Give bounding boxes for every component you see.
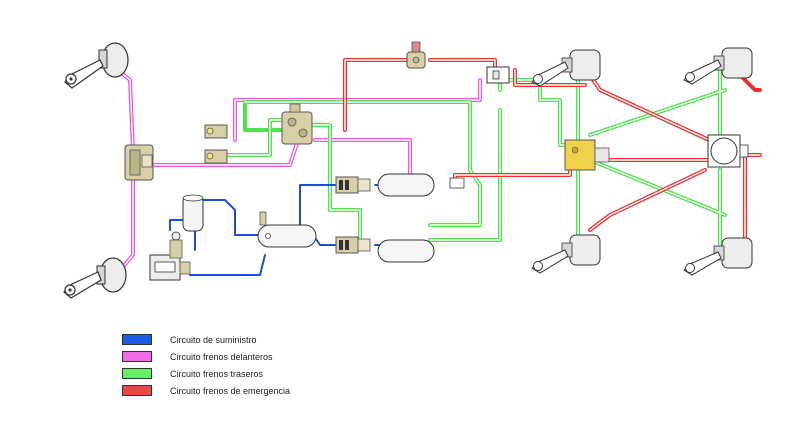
foot-brake-valve: [124, 144, 154, 181]
rear-axle2-left-brake-chamber: [683, 47, 753, 85]
legend-label-emergency: Circuito frenos de emergencia: [170, 385, 291, 396]
quick-release-valve-upper: [204, 124, 228, 139]
legend-label-supply: Circuito de suministro: [170, 334, 257, 345]
legend-label-front: Circuito frenos delanteros: [170, 351, 273, 362]
rear-axle1-left-brake-chamber: [531, 49, 601, 87]
legend: Circuito de suministro Circuito frenos d…: [122, 331, 290, 399]
legend-label-rear: Circuito frenos traseros: [170, 368, 264, 379]
two-way-check-valve: [486, 66, 510, 84]
rear-axle1-right-brake-chamber: [531, 234, 601, 274]
front-air-tank: [377, 173, 435, 197]
legend-item-supply: Circuito de suministro: [122, 331, 290, 348]
front-right-brake-chamber: [63, 257, 127, 299]
emergency-brake-circuit: [343, 58, 762, 247]
legend-swatch-emergency: [122, 385, 152, 396]
compressor: [149, 231, 191, 281]
parking-brake-valve: [406, 41, 426, 69]
rear-air-tank: [377, 239, 435, 263]
legend-item-emergency: Circuito frenos de emergencia: [122, 382, 290, 399]
supply-circuit: [169, 184, 381, 276]
spring-brake-relay-valve: [707, 134, 749, 168]
legend-swatch-rear: [122, 368, 152, 379]
legend-item-rear: Circuito frenos traseros: [122, 365, 290, 382]
check-valve-lower: [335, 236, 371, 254]
air-dryer: [182, 194, 204, 232]
dual-brake-valve: [281, 103, 313, 145]
rear-axle2-right-brake-chamber: [683, 237, 753, 276]
quick-release-valve-lower: [204, 149, 228, 164]
check-valve-upper: [335, 176, 371, 194]
legend-swatch-supply: [122, 334, 152, 345]
front-left-brake-chamber: [64, 42, 129, 89]
pressure-protection-valve: [449, 177, 465, 189]
legend-item-front: Circuito frenos delanteros: [122, 348, 290, 365]
legend-swatch-front: [122, 351, 152, 362]
rear-relay-valve: [564, 139, 610, 171]
supply-air-tank: [257, 211, 317, 248]
